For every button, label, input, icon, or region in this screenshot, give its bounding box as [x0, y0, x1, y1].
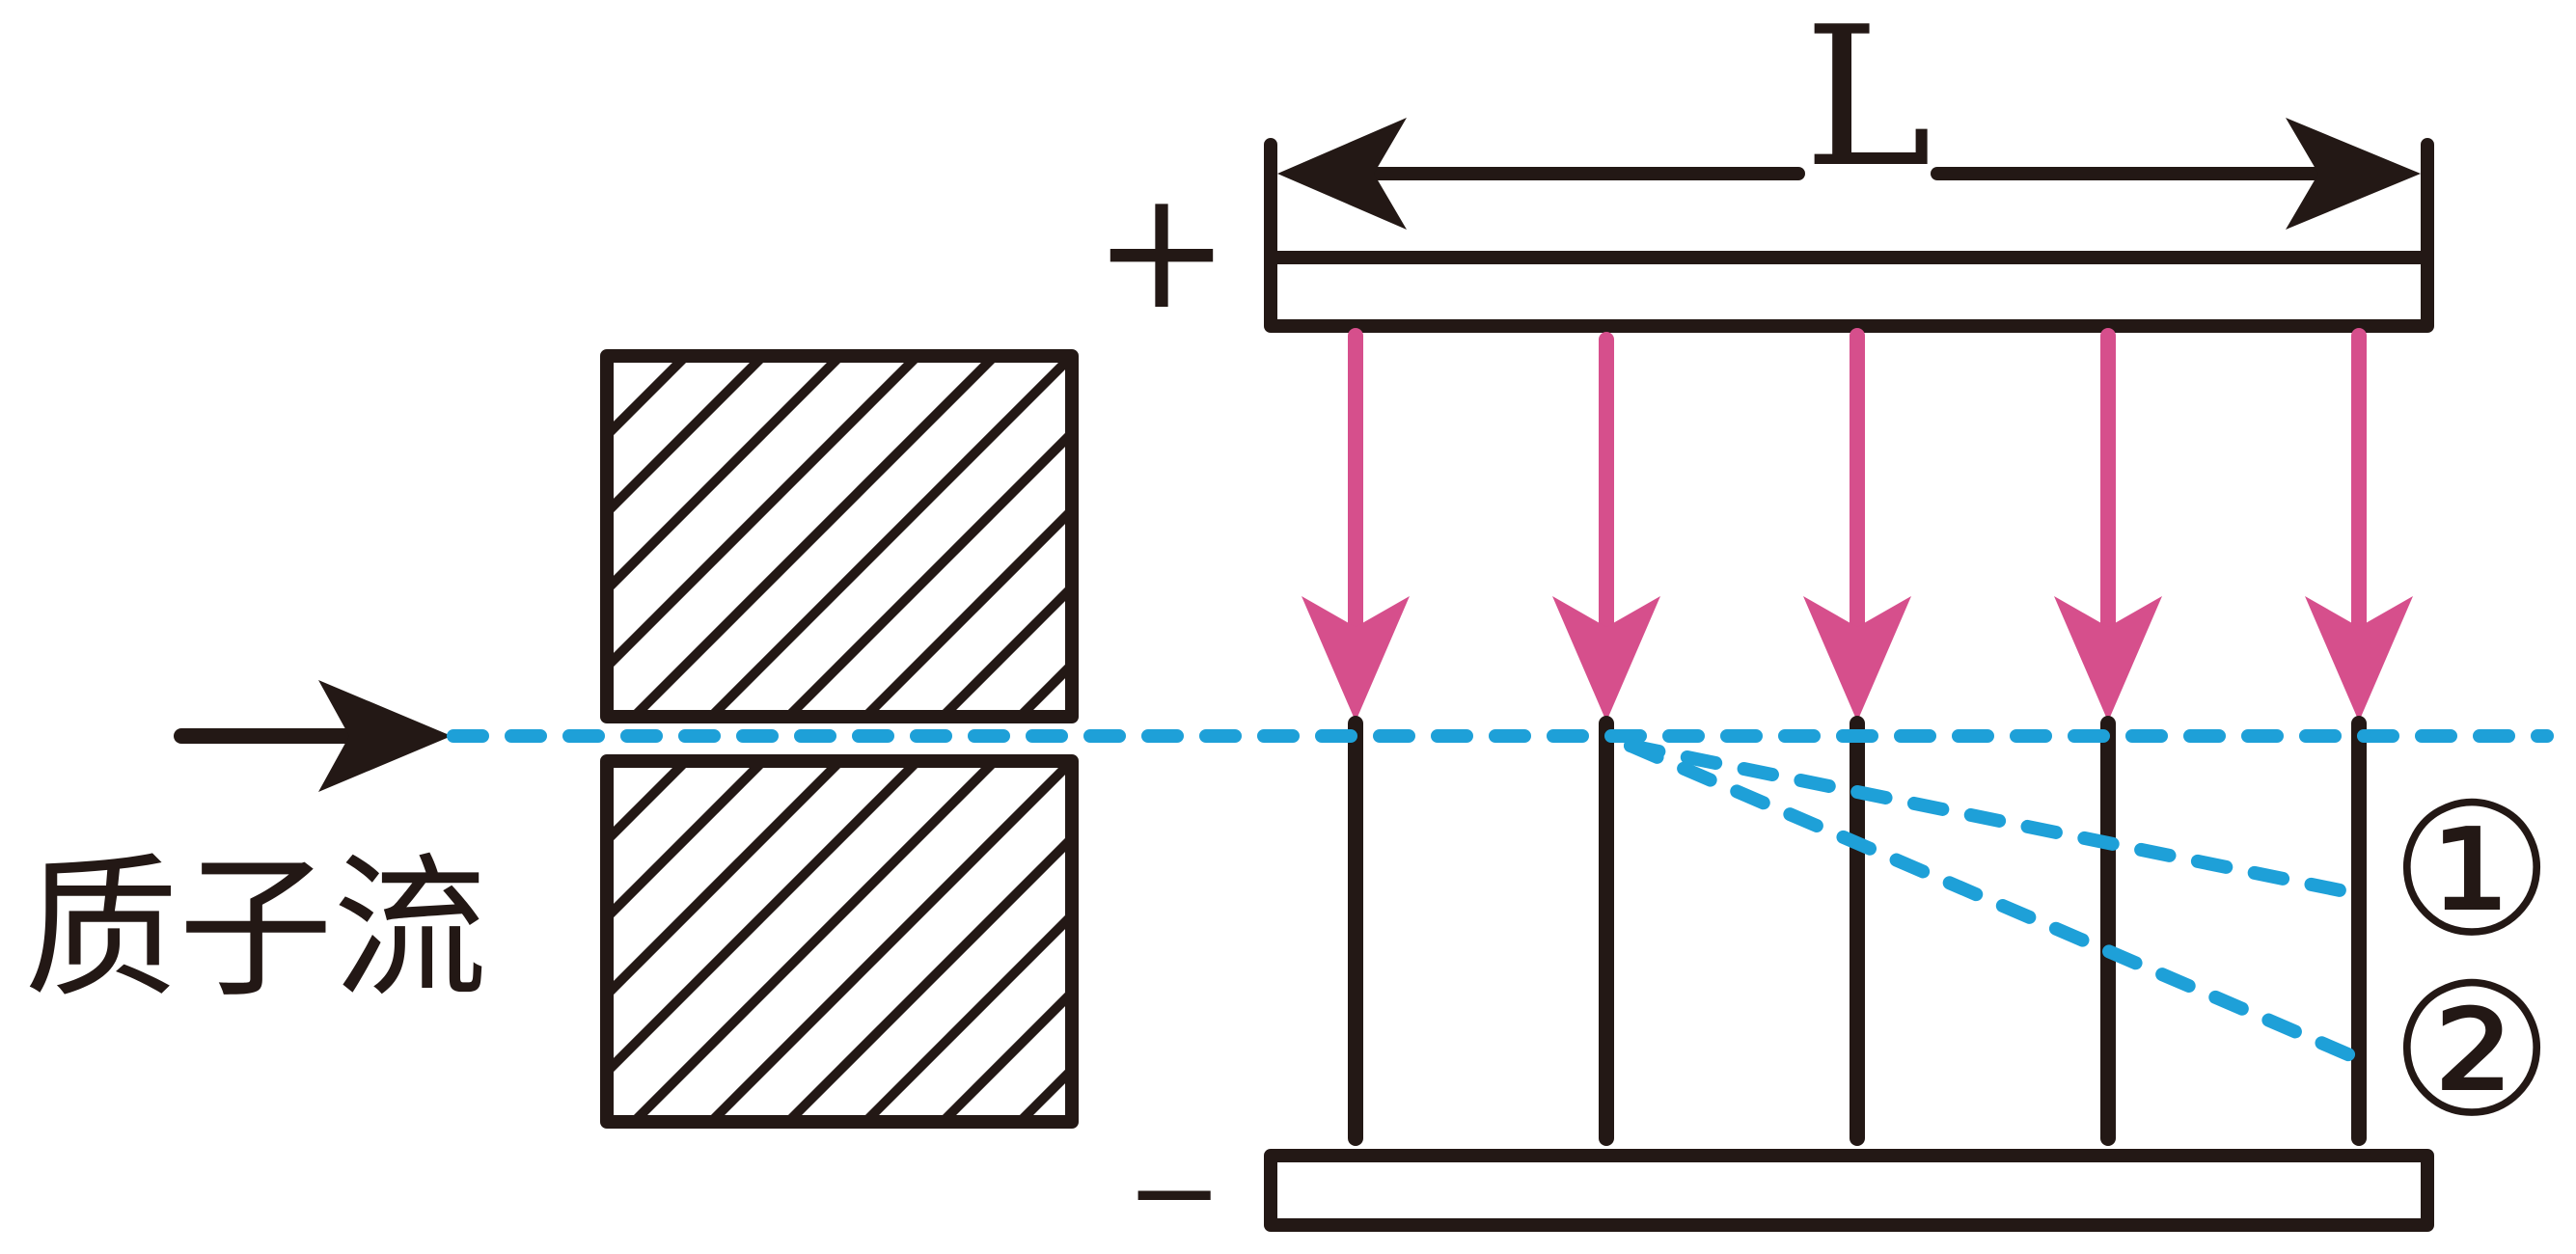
deflected-path-2: [1624, 739, 2370, 1068]
length-label: L: [1804, 0, 1932, 210]
deflected-path-1: [1624, 739, 2370, 902]
upper-hatch-lines: [612, 361, 1067, 712]
field-line: [1302, 328, 1410, 722]
electric-field-lines: [1302, 328, 2413, 722]
field-line: [1803, 328, 1911, 722]
path-1-label: ①: [2390, 764, 2554, 977]
upper-block-outline: [600, 349, 1079, 723]
field-line: [2305, 328, 2413, 722]
field-line: [2054, 328, 2162, 722]
positive-plate: [1264, 138, 2434, 333]
lower-hatched-block: [600, 754, 1079, 1129]
upper-hatched-block: [600, 349, 1079, 723]
minus-sign-label: −: [1126, 1126, 1223, 1254]
field-line: [1552, 332, 1660, 722]
length-dimension-arrow: [1277, 118, 2421, 230]
proton-stream-label: 质子流: [24, 838, 487, 1019]
beam-paths: [447, 729, 2554, 1068]
lower-block-outline: [600, 754, 1079, 1129]
negative-plate: [1264, 1149, 2434, 1232]
incoming-beam-arrow: [174, 680, 452, 792]
path-2-label: ②: [2390, 944, 2554, 1158]
plus-sign-label: +: [1093, 155, 1230, 346]
lower-hatch-lines: [612, 766, 1067, 1117]
